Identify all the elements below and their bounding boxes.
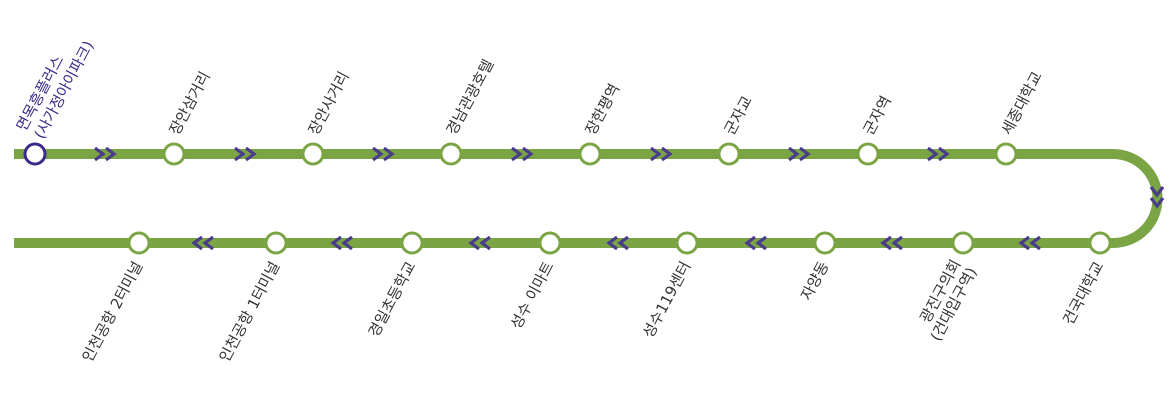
chevron-left-icon [330,235,342,251]
station-marker[interactable] [439,142,463,166]
station-marker[interactable] [162,142,186,166]
station-label: 장안사거리 [305,68,353,137]
station-marker[interactable] [264,231,288,255]
chevron-right-icon [372,146,384,162]
chevron-right-icon [511,146,523,162]
double-chevron-left-icon [191,235,214,251]
station-marker[interactable] [813,231,837,255]
station-marker[interactable] [301,142,325,166]
chevron-left-icon [606,235,618,251]
station-label: 자양동 [797,258,832,303]
double-chevron-left-icon [330,235,353,251]
double-chevron-down-icon [1149,186,1165,209]
chevron-right-icon [105,146,117,162]
origin-station-marker[interactable] [23,142,47,166]
chevron-left-icon [341,235,353,251]
chevron-down-icon [1149,197,1165,209]
double-chevron-right-icon [94,146,117,162]
double-chevron-left-icon [744,235,767,251]
station-marker[interactable] [538,231,562,255]
chevron-left-icon [202,235,214,251]
chevron-right-icon [799,146,811,162]
chevron-right-icon [234,146,246,162]
chevron-left-icon [880,235,892,251]
station-marker[interactable] [856,142,880,166]
chevron-left-icon [191,235,203,251]
chevron-right-icon [938,146,950,162]
station-label: 경남관광호텔 [443,56,498,138]
chevron-right-icon [661,146,673,162]
chevron-left-icon [1018,235,1030,251]
station-label: 장안삼거리 [166,68,214,137]
chevron-left-icon [617,235,629,251]
double-chevron-left-icon [1018,235,1041,251]
station-marker[interactable] [127,231,151,255]
station-label: 군자교 [721,93,756,138]
station-label: 장한평역 [582,81,624,138]
double-chevron-right-icon [788,146,811,162]
station-marker[interactable] [675,231,699,255]
station-marker[interactable] [717,142,741,166]
double-chevron-right-icon [927,146,950,162]
station-marker[interactable] [994,142,1018,166]
station-label: 세종대학교 [998,68,1046,137]
chevron-left-icon [744,235,756,251]
chevron-left-icon [468,235,480,251]
chevron-left-icon [755,235,767,251]
station-label: 경일초등학교 [365,258,420,340]
chevron-left-icon [479,235,491,251]
chevron-down-icon [1149,186,1165,198]
double-chevron-left-icon [468,235,491,251]
station-label: 군자역 [860,93,895,138]
chevron-right-icon [522,146,534,162]
station-label: 성수 이마트 [507,258,558,332]
station-label: 인천공항 2터미널 [79,258,147,364]
double-chevron-left-icon [606,235,629,251]
double-chevron-left-icon [880,235,903,251]
chevron-left-icon [891,235,903,251]
chevron-right-icon [788,146,800,162]
double-chevron-right-icon [372,146,395,162]
double-chevron-right-icon [511,146,534,162]
chevron-right-icon [650,146,662,162]
chevron-right-icon [927,146,939,162]
station-label: 건국대학교 [1059,258,1107,327]
chevron-left-icon [1029,235,1041,251]
route-line [14,149,1163,248]
chevron-right-icon [94,146,106,162]
chevron-right-icon [245,146,257,162]
station-label: 인천공항 1터미널 [216,258,284,364]
station-marker[interactable] [1088,231,1112,255]
station-marker[interactable] [578,142,602,166]
chevron-right-icon [383,146,395,162]
double-chevron-right-icon [650,146,673,162]
double-chevron-right-icon [234,146,257,162]
station-label: 성수119센터 [639,258,694,340]
station-marker[interactable] [400,231,424,255]
station-marker[interactable] [951,231,975,255]
